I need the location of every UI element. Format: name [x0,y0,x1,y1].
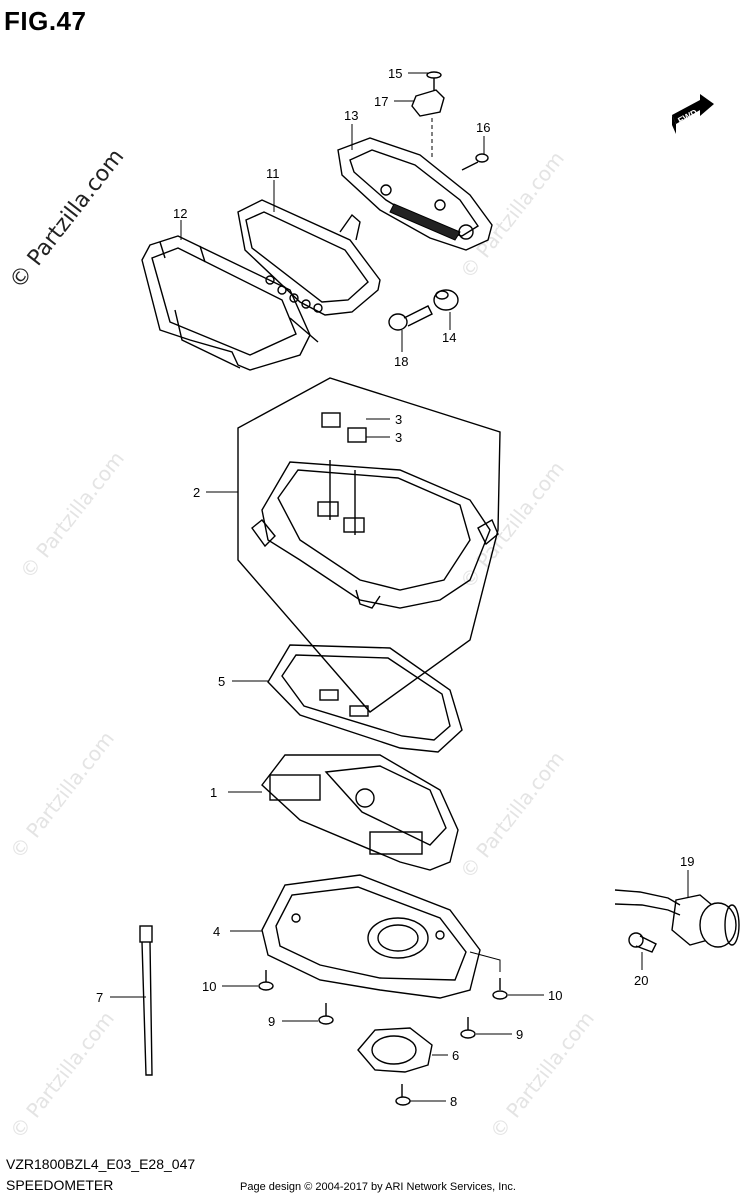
part-4-lower-case [261,874,481,999]
part-11-meter-case [237,199,381,316]
part-2-group-outline [237,377,501,713]
copyright-notice: Page design © 2004-2017 by ARI Network S… [240,1181,516,1193]
part-12-meter-lens [141,235,319,371]
part-1-meter-assembly [261,754,459,871]
part-20-bolt [628,932,657,953]
parts-diagram: © Partzilla.com © Partzilla.com © Partzi… [5,66,740,1143]
watermark-4: © Partzilla.com [5,727,119,863]
callout-15: 15 [388,66,402,81]
callout-10b: 10 [548,988,562,1003]
part-10-screw-right [492,978,508,1000]
fwd-arrow-icon: FWD [672,94,714,134]
callout-7: 7 [96,990,103,1005]
part-6-plate [357,1027,433,1073]
part-8-screw [395,1084,411,1106]
part-10-screw-left [258,970,274,991]
callout-5: 5 [218,674,225,689]
figure-code: VZR1800BZL4_E03_E28_047 [6,1156,196,1172]
part-19-speed-sensor [614,889,740,948]
part-13-bracket [337,137,493,251]
part-17-clamp [411,89,445,160]
callout-18: 18 [394,354,408,369]
leader-lines [110,72,689,1102]
callout-16: 16 [476,120,490,135]
callout-9a: 9 [268,1014,275,1029]
part-5-gasket [267,644,463,753]
part-9-screw-left [318,1003,334,1025]
callout-2: 2 [193,485,200,500]
watermark-6: © Partzilla.com [5,1007,119,1143]
callout-20: 20 [634,973,648,988]
part-14-grommet [433,289,459,311]
callout-6: 6 [452,1048,459,1063]
callout-labels: 1 2 3 3 4 5 6 7 8 9 9 10 10 11 12 13 14 … [96,66,694,1109]
figure-name: SPEEDOMETER [6,1177,114,1193]
watermark-2: © Partzilla.com [455,147,569,283]
callout-1: 1 [210,785,217,800]
watermark-5: © Partzilla.com [455,747,569,883]
callout-11: 11 [266,166,280,181]
part-3-cap-a [321,412,341,428]
watermark-7: © Partzilla.com [485,1007,599,1143]
callout-4: 4 [213,924,220,939]
callout-12: 12 [173,206,187,221]
part-16-screw [461,153,489,171]
callout-8: 8 [450,1094,457,1109]
callout-14: 14 [442,330,456,345]
part-9-screw-right [460,1017,476,1039]
part-3-cap-b [347,427,367,443]
callout-3a: 3 [395,412,402,427]
watermark-main: © Partzilla.com [5,145,129,294]
callout-3b: 3 [395,430,402,445]
callout-19: 19 [680,854,694,869]
callout-17: 17 [374,94,388,109]
watermark-3: © Partzilla.com [455,457,569,593]
part-2-upper-case [251,460,499,609]
part-18-bolt [388,305,433,331]
watermark-1: © Partzilla.com [15,447,129,583]
callout-13: 13 [344,108,358,123]
part-7-cable-tie [139,925,153,1076]
part-15-screw [426,71,442,92]
figure-title: FIG.47 [4,6,87,36]
callout-10a: 10 [202,979,216,994]
callout-9b: 9 [516,1027,523,1042]
